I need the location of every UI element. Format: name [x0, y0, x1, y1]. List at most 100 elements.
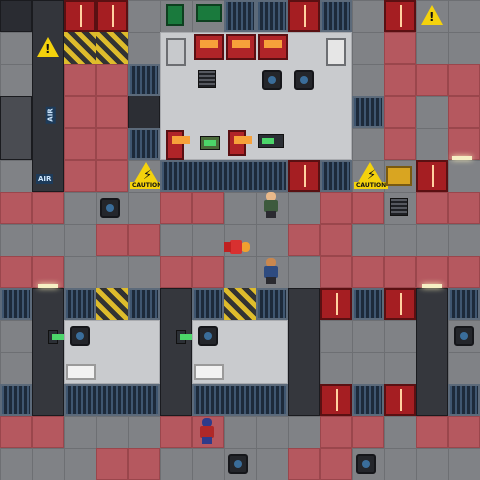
- red-floor-tile: [96, 224, 128, 256]
- crew-member-icon[interactable]: [262, 192, 280, 218]
- green-supply-crate[interactable]: [166, 4, 184, 26]
- hazard-stripe-floor: [224, 288, 256, 320]
- crew-member-icon[interactable]: [262, 258, 280, 284]
- red-airlock-door[interactable]: [288, 160, 320, 192]
- red-floor-tile: [96, 448, 128, 480]
- window-panel: [128, 288, 160, 320]
- yellow-crate[interactable]: [386, 166, 412, 186]
- red-floor-tile: [416, 416, 448, 448]
- red-floor-tile: [32, 192, 64, 224]
- red-floor-tile: [96, 128, 128, 160]
- crew-member-icon[interactable]: [198, 418, 216, 444]
- red-floor-tile: [160, 256, 192, 288]
- window-panel: [352, 96, 384, 128]
- green-supply-crate[interactable]: [196, 4, 222, 22]
- wall-segment: [416, 288, 448, 416]
- red-airlock-door[interactable]: [96, 0, 128, 32]
- red-floor-tile: [384, 32, 416, 64]
- window-panel: [64, 288, 96, 320]
- red-floor-tile: [160, 416, 192, 448]
- wall-segment: [32, 0, 64, 192]
- red-floor-tile: [96, 160, 128, 192]
- window-panel: [352, 384, 384, 416]
- red-floor-tile: [0, 416, 32, 448]
- floor-grate: [390, 198, 408, 216]
- window-panel: [160, 160, 288, 192]
- wall-segment: [288, 288, 320, 416]
- lab-equipment[interactable]: [200, 136, 220, 150]
- red-floor-tile: [384, 256, 416, 288]
- window-panel: [128, 64, 160, 96]
- lab-terminal[interactable]: [258, 134, 284, 148]
- red-airlock-door[interactable]: [384, 288, 416, 320]
- red-airlock-door[interactable]: [320, 384, 352, 416]
- air-vent-icon: [198, 326, 218, 346]
- red-floor-tile: [128, 448, 160, 480]
- red-airlock-door[interactable]: [416, 160, 448, 192]
- red-canister[interactable]: [166, 130, 190, 160]
- red-computer-console[interactable]: [194, 34, 224, 60]
- red-airlock-door[interactable]: [64, 0, 96, 32]
- red-floor-tile: [32, 416, 64, 448]
- exclamation-warning-icon: !: [420, 4, 444, 26]
- light-switch[interactable]: [176, 330, 192, 344]
- red-airlock-door[interactable]: [288, 0, 320, 32]
- window-panel: [320, 160, 352, 192]
- red-floor-tile: [448, 64, 480, 96]
- bunk-bed[interactable]: [66, 364, 96, 380]
- red-floor-tile: [96, 64, 128, 96]
- window-panel: [448, 384, 480, 416]
- window-panel: [320, 0, 352, 32]
- window-panel: [64, 384, 160, 416]
- light-switch[interactable]: [48, 330, 64, 344]
- window-panel: [448, 288, 480, 320]
- window-panel: [256, 288, 288, 320]
- red-computer-console[interactable]: [258, 34, 288, 60]
- red-floor-tile: [448, 192, 480, 224]
- red-floor-tile: [320, 224, 352, 256]
- red-floor-tile: [384, 128, 416, 160]
- air-vent-icon: [100, 198, 120, 218]
- window-panel: [256, 0, 288, 32]
- machinery-tank: [0, 96, 32, 160]
- hazard-stripe-floor: [96, 288, 128, 320]
- window-panel: [192, 384, 288, 416]
- machine-unit[interactable]: [326, 38, 346, 66]
- red-floor-tile: [64, 128, 96, 160]
- storage-locker[interactable]: [166, 38, 186, 66]
- air-vent-icon: [70, 326, 90, 346]
- red-floor-tile: [288, 224, 320, 256]
- red-floor-tile: [288, 448, 320, 480]
- red-airlock-door[interactable]: [384, 0, 416, 32]
- red-floor-tile: [416, 192, 448, 224]
- wall-segment: [0, 0, 32, 32]
- red-floor-tile: [416, 256, 448, 288]
- red-floor-tile: [128, 224, 160, 256]
- window-panel: [352, 288, 384, 320]
- floor-grate: [198, 70, 216, 88]
- red-floor-tile: [64, 160, 96, 192]
- hazard-stripe-floor: [96, 32, 128, 64]
- red-floor-tile: [0, 256, 32, 288]
- red-floor-tile: [192, 192, 224, 224]
- red-airlock-door[interactable]: [320, 288, 352, 320]
- window-panel: [128, 128, 160, 160]
- exclamation-warning-icon: !: [36, 36, 60, 58]
- red-floor-tile: [0, 192, 32, 224]
- red-floor-tile: [352, 416, 384, 448]
- air-vent-icon: [262, 70, 282, 90]
- crew-member-icon[interactable]: [224, 238, 250, 256]
- red-floor-tile: [64, 96, 96, 128]
- red-canister[interactable]: [228, 130, 252, 156]
- red-computer-console[interactable]: [226, 34, 256, 60]
- lightning-caution-icon: ⚡ CAUTION: [354, 162, 389, 189]
- red-airlock-door[interactable]: [384, 384, 416, 416]
- air-vent-icon: [228, 454, 248, 474]
- ceiling-light: [38, 284, 58, 288]
- red-floor-tile: [320, 192, 352, 224]
- hazard-stripe-floor: [64, 32, 96, 64]
- bunk-bed[interactable]: [194, 364, 224, 380]
- air-canister-label: AIR: [45, 106, 56, 124]
- red-floor-tile: [384, 64, 416, 96]
